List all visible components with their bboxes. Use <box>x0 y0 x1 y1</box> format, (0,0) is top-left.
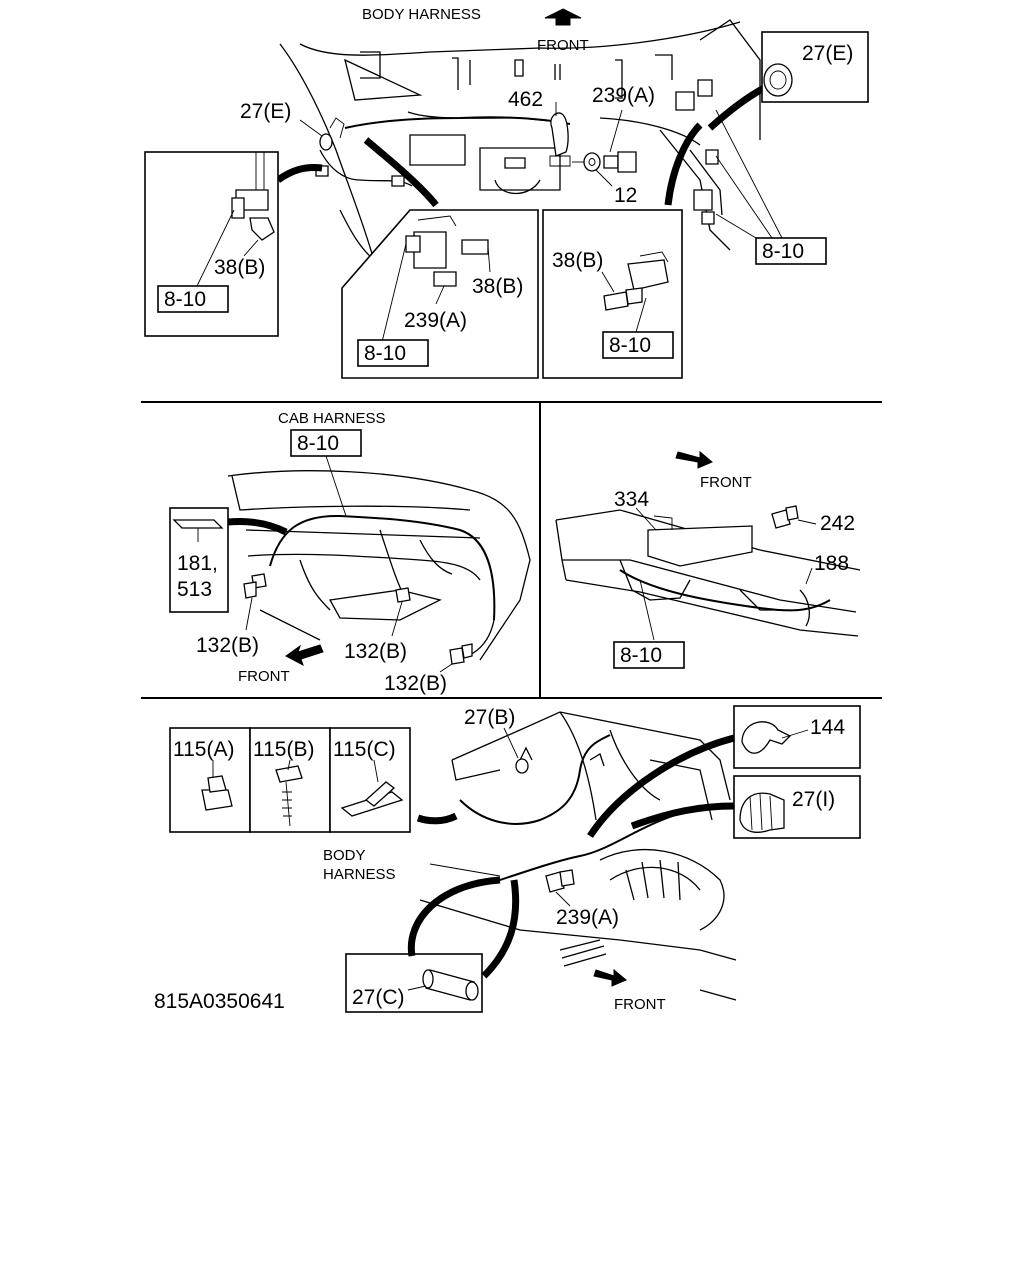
label-27b: 27(B) <box>464 706 515 729</box>
front-label-top: FRONT <box>537 37 589 54</box>
body-harness-top-view: BODY HARNESS FRONT <box>144 6 869 379</box>
inset-pad-181-513: 181, 513 <box>169 507 229 613</box>
label-115b: 115(B) <box>253 738 314 761</box>
inset-tube-27c: 27(C) <box>345 953 483 1013</box>
label-27e-left: 27(E) <box>240 100 291 123</box>
label-27c: 27(C) <box>352 986 405 1009</box>
label-8-10-left: 8-10 <box>164 288 206 311</box>
inset-right-bracket: 38(B) 8-10 <box>542 209 683 379</box>
inset-grommet-27e: 27(E) <box>761 31 869 103</box>
label-188: 188 <box>814 552 849 575</box>
upper-right-connectors <box>675 79 783 239</box>
label-115a: 115(A) <box>173 738 234 761</box>
front-label-frame: FRONT <box>700 474 752 491</box>
frame-harness-view: FRONT 334 242 188 8-10 <box>555 450 861 669</box>
inset-clips-115: 115(A) 115(B) 115(C) <box>169 727 411 833</box>
inset-clip-144: 144 <box>733 705 861 769</box>
front-arrow-right-icon <box>675 450 713 469</box>
label-239a-top: 239(A) <box>592 84 655 107</box>
bolt-239a-with-washer-12 <box>572 109 637 187</box>
dashboard-sketch <box>227 470 531 661</box>
grommet-27b: 27(B) <box>464 706 529 774</box>
leader-arc-27i <box>630 802 735 830</box>
inset-middle-bracket: 38(B) 239(A) 8-10 <box>341 209 539 379</box>
label-132b-2: 132(B) <box>344 640 407 663</box>
label-38b-right: 38(B) <box>552 249 603 272</box>
leader-arc-27c-right <box>481 879 520 979</box>
label-8-10-middle: 8-10 <box>364 342 406 365</box>
label-144: 144 <box>810 716 845 739</box>
label-239a-middle: 239(A) <box>404 309 467 332</box>
leader-arc-27c-left <box>407 876 501 957</box>
cab-harness-title: CAB HARNESS <box>278 410 386 427</box>
body-harness-title: BODY HARNESS <box>362 6 481 23</box>
clip-462 <box>549 102 571 167</box>
inset-left-bracket: 38(B) 8-10 <box>144 151 279 337</box>
label-334: 334 <box>614 488 649 511</box>
label-239a-rear: 239(A) <box>556 906 619 929</box>
label-27i: 27(I) <box>792 788 835 811</box>
front-arrow-up-icon <box>544 8 582 26</box>
leader-arc-cab <box>227 518 288 536</box>
front-label-cab: FRONT <box>238 668 290 685</box>
front-label-rear: FRONT <box>614 996 666 1013</box>
leader-arc-grommet <box>707 82 770 131</box>
rear-body-harness-view: 115(A) 115(B) 115(C) <box>154 705 861 1013</box>
leader-arc-left <box>275 164 323 183</box>
label-132b-1: 132(B) <box>196 634 259 657</box>
leader-arc-clips <box>416 812 458 825</box>
label-8-10-top-right: 8-10 <box>762 240 804 263</box>
label-115c: 115(C) <box>333 738 396 761</box>
label-27e-box: 27(E) <box>802 42 853 65</box>
label-242: 242 <box>820 512 855 535</box>
frame-rail-sketch <box>555 505 861 641</box>
label-38b-left: 38(B) <box>214 256 265 279</box>
leader-arc-right <box>664 122 703 206</box>
cab-clips <box>243 573 473 673</box>
label-harness: HARNESS <box>323 866 396 883</box>
front-arrow-left-icon <box>285 644 324 667</box>
label-513: 513 <box>177 578 212 601</box>
label-12: 12 <box>614 184 637 207</box>
cab-harness-view: CAB HARNESS 8-10 <box>169 410 531 695</box>
label-181: 181, <box>177 552 218 575</box>
leader-arc-144 <box>587 734 735 838</box>
label-body: BODY <box>323 847 366 864</box>
label-8-10-cab: 8-10 <box>297 432 339 455</box>
label-462: 462 <box>508 88 543 111</box>
drawing-code: 815A0350641 <box>154 990 285 1013</box>
label-38b-middle: 38(B) <box>472 275 523 298</box>
inset-protector-27i: 27(I) <box>733 775 861 839</box>
front-arrow-rear-icon <box>593 968 627 987</box>
bolt-239a-rear: 239(A) <box>545 869 619 929</box>
label-8-10-right: 8-10 <box>609 334 651 357</box>
leader-arc-middle <box>363 137 439 208</box>
label-8-10-frame: 8-10 <box>620 644 662 667</box>
label-132b-3: 132(B) <box>384 672 447 695</box>
grommet-27e-left <box>299 117 405 187</box>
